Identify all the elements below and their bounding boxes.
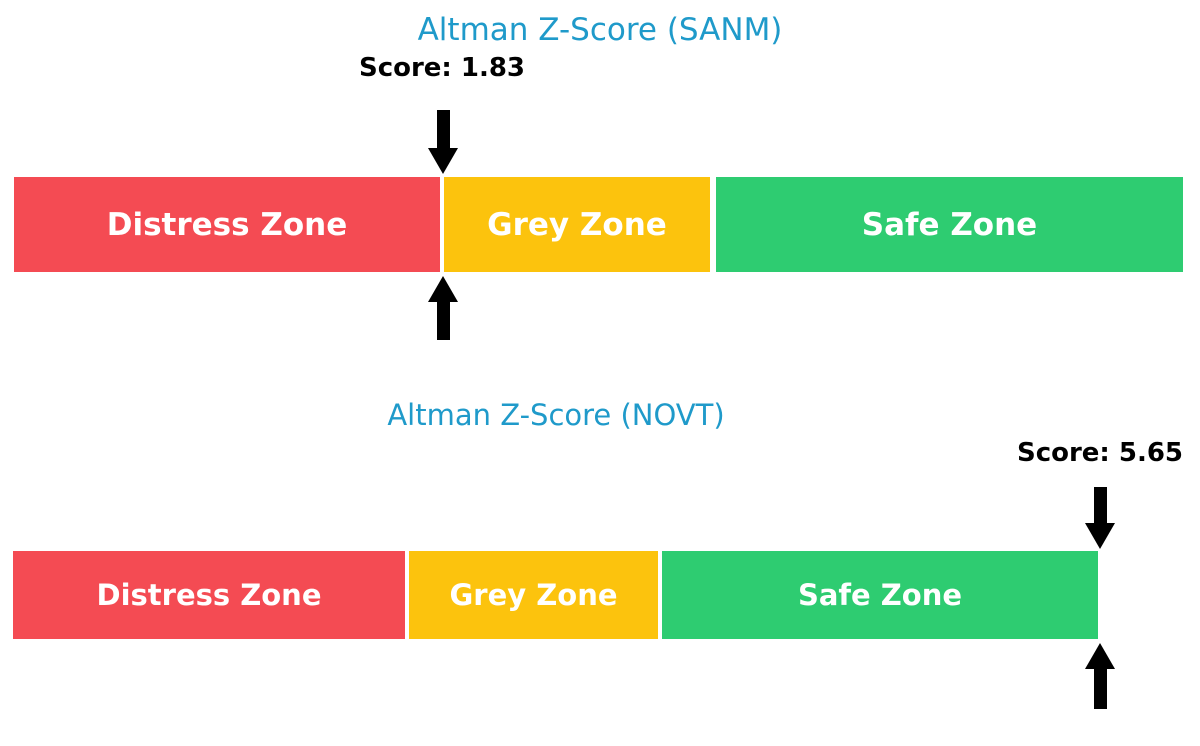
score-annotation-sanm: Score: 1.83 (358, 53, 526, 83)
arrow-down-icon (428, 110, 458, 174)
arrow-head (428, 276, 458, 302)
arrow-stem (1093, 487, 1107, 523)
zone-label-safe: Safe Zone (797, 578, 963, 612)
zone-bar-sanm: Distress Zone Grey Zone Safe Zone (0, 177, 1200, 272)
zone-label-grey: Grey Zone (487, 206, 667, 243)
arrow-up-icon (1085, 643, 1115, 709)
arrow-stem (1093, 669, 1107, 709)
arrow-stem (436, 302, 450, 340)
arrow-up-icon (428, 276, 458, 340)
arrow-stem (436, 110, 450, 148)
zone-grey: Grey Zone (409, 551, 658, 639)
zone-grey: Grey Zone (444, 177, 710, 272)
arrow-head (428, 148, 458, 174)
chart-title-sanm: Altman Z-Score (SANM) (417, 12, 783, 48)
chart-title-novt: Altman Z-Score (NOVT) (387, 398, 725, 432)
zone-label-grey: Grey Zone (449, 578, 618, 612)
arrow-head (1085, 523, 1115, 549)
zone-safe: Safe Zone (662, 551, 1098, 639)
zone-bar-novt: Distress Zone Grey Zone Safe Zone (0, 551, 1200, 639)
zone-distress: Distress Zone (13, 551, 405, 639)
arrow-down-icon (1085, 487, 1115, 549)
zone-safe: Safe Zone (716, 177, 1183, 272)
zone-distress: Distress Zone (14, 177, 440, 272)
arrow-head (1085, 643, 1115, 669)
zone-label-safe: Safe Zone (861, 206, 1038, 243)
zone-label-distress: Distress Zone (96, 578, 322, 612)
zone-label-distress: Distress Zone (106, 206, 348, 243)
score-annotation-novt: Score: 5.65 (1016, 438, 1184, 468)
